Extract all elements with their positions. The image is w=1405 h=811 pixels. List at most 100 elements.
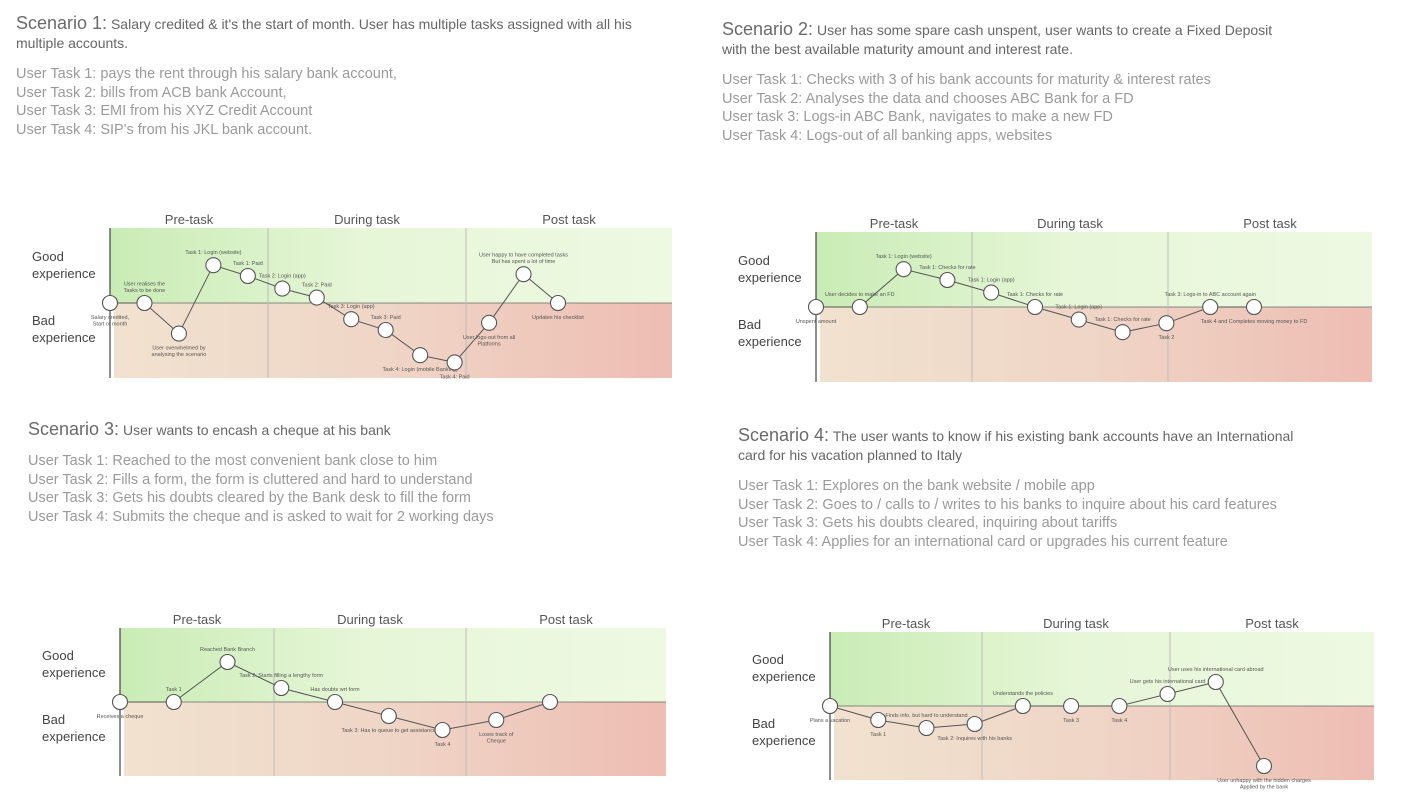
phase-label: Pre-task [870,216,919,231]
point-label: Platforms [477,341,500,347]
point-label: Start of month [93,322,128,328]
task-item: User Task 3: Gets his doubts cleared by … [28,490,472,506]
journey-point [412,347,429,364]
good-experience-label: Good [42,648,74,663]
point-label: Task 2 [1158,335,1174,341]
good-zone [110,228,672,303]
journey-point [895,261,912,278]
journey-point [111,693,129,711]
journey-point [170,325,187,342]
task-item: User Task 4: Submits the cheque and is a… [28,508,494,525]
point-label: Applied by the bank [1240,785,1289,791]
scenario-description: User has some spare cash unspent, user w… [722,22,1273,57]
journey-point [1158,315,1175,332]
journey-point [807,298,825,316]
point-label: User unhappy with the hidden charges [1217,778,1311,784]
point-label: Task 4 and Completes moving money to FD [1201,319,1308,325]
task-list: User Task 1: Reached to the most conveni… [28,452,628,526]
bad-experience-label: Bad [32,313,55,328]
point-label: Task 1: Checks for rate [919,265,975,271]
scenario-description: User wants to encash a cheque at his ban… [122,422,391,438]
scenario-title: Scenario 4: The user wants to know if hi… [738,426,1308,465]
journey-point [918,719,935,737]
journey-point [239,267,256,285]
phase-label: Pre-task [173,612,222,627]
point-label: Updates his checklist [532,315,584,321]
journey-point [481,314,498,331]
point-label: User gets his international card [1130,679,1206,685]
scenario-title: Scenario 1: Salary credited & it's the s… [16,14,656,53]
point-label: Receives a cheque [97,714,144,720]
scenario-number: Scenario 3: [28,419,120,439]
task-item: User task 3: Logs-in ABC Bank, navigates… [722,109,1113,125]
task-list: User Task 1: Checks with 3 of his bank a… [722,71,1282,145]
task-item: User Task 1: Explores on the bank websit… [738,478,1095,494]
point-label: User logs-out from all [463,335,515,341]
point-label: User overwhelmed by [152,346,205,352]
scenario-title: Scenario 3: User wants to encash a chequ… [28,420,628,440]
task-item: User Task 3: Gets his doubts cleared, in… [738,515,1118,531]
good-zone [830,632,1374,706]
point-label: Task 1: Checks for rate [1007,292,1063,298]
point-label: Finds info, but hard to understand [885,713,967,719]
task-item: User Task 2: Analyses the data and choos… [722,90,1134,107]
scenario-number: Scenario 1: [16,13,108,33]
point-label: Plans a vacation [810,718,850,724]
journey-point [136,294,153,312]
bad-experience-label: experience [32,330,96,345]
point-label: Task 3 [1063,718,1079,724]
journey-point [1070,311,1087,328]
bad-zone [820,307,1372,382]
point-label: analysing the scenario [152,352,207,358]
journey-point [1207,673,1224,691]
journey-point [966,715,983,733]
journey-point [1014,697,1031,715]
point-label: Task 3: Paid [371,315,401,321]
good-experience-label: Good [738,253,770,268]
point-label: Task 1: Login (website) [185,250,241,256]
point-label: User decides to make an FD [825,292,895,298]
journey-point [101,294,119,312]
journey-point [1245,298,1263,316]
journey-point [939,271,956,289]
journey-point [515,266,532,283]
point-label: Task 1: Checks for rate [1094,317,1150,323]
point-label: Cheque [487,739,506,745]
point-label: User happy to have completed tasks [479,253,568,259]
scenario-1-text: Scenario 1: Salary credited & it's the s… [16,14,656,139]
task-list: User Task 1: Explores on the bank websit… [738,477,1308,551]
point-label: Reached Bank Branch [200,647,255,653]
point-label: Loses track of [479,732,514,738]
journey-point [205,257,222,274]
point-label: Task 1 [870,732,886,738]
journey-point [851,298,868,316]
journey-point [1114,324,1131,341]
point-label: Tasks to be done [124,288,166,294]
point-label: But has spent a lot of time [492,259,556,265]
point-label: Task 2: Starts filling a lengthy form [239,673,323,679]
journey-point [274,280,291,297]
good-experience-label: experience [752,669,816,684]
point-label: Understands the policies [993,691,1053,697]
task-item: User Task 2: bills from ACB bank Account… [16,84,287,101]
bad-experience-label: experience [752,733,816,748]
task-item: User Task 2: Goes to / calls to / writes… [738,496,1277,513]
journey-point [821,697,839,715]
point-label: Task 4 [1111,718,1127,724]
good-experience-label: Good [32,249,64,264]
task-item: User Task 1: Reached to the most conveni… [28,453,438,469]
phase-label: Post task [1245,616,1299,631]
journey-point [870,711,887,729]
journey-point [165,693,182,711]
task-item: User Task 3: EMI from his XYZ Credit Acc… [16,103,313,119]
task-item: User Task 4: SIP's from his JKL bank acc… [16,121,313,138]
point-label: Task 4 [435,742,451,748]
point-label: Task 3: Logs-in to ABC account again [1164,292,1255,298]
scenario-number: Scenario 4: [738,425,830,445]
point-label: User realises the [124,282,165,288]
